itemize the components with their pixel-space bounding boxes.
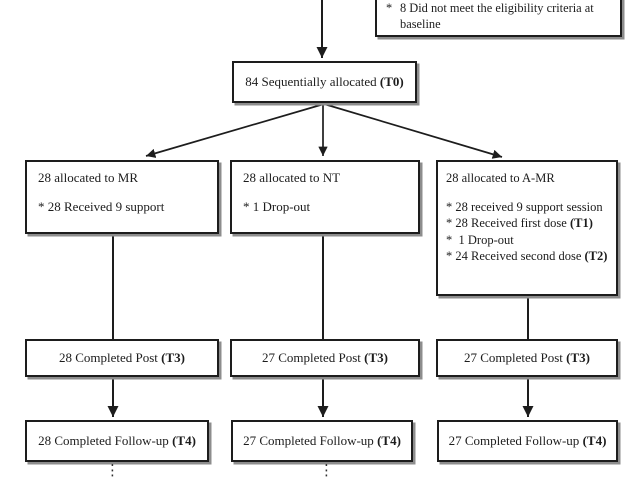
arrow-t0-to-mr [145, 103, 325, 158]
arrow-t0-to-amr [323, 103, 503, 159]
followup-amr-label: 27 Completed Follow-up (T4) [448, 433, 607, 448]
allocation-t0-label: 84 Sequentially allocated (T0) [245, 74, 404, 89]
arm-amr-bullet-3: * 1 Drop-out [446, 232, 514, 247]
post-amr-label: 27 Completed Post (T3) [463, 350, 591, 365]
arm-nt-title: 28 allocated to NT [243, 170, 341, 185]
arm-nt-bullet: * 1 Drop-out [243, 199, 311, 214]
continuation-ellipsis-icon: ⋮ [105, 461, 120, 478]
followup-nt-box: 27 Completed Follow-up (T4) [231, 420, 413, 462]
allocation-t0-box: 84 Sequentially allocated (T0) [232, 61, 417, 103]
arm-amr-box: 28 allocated to A-MR * 28 received 9 sup… [436, 160, 618, 296]
arm-mr-box: 28 allocated to MR * 28 Received 9 suppo… [25, 160, 219, 234]
arm-amr-bullet-4: * 24 Received second dose (T2) [446, 249, 608, 263]
post-nt-box: 27 Completed Post (T3) [230, 339, 420, 377]
post-nt-label: 27 Completed Post (T3) [261, 350, 389, 365]
continuation-ellipsis-icon: ⋮ [319, 461, 334, 478]
followup-nt-label: 27 Completed Follow-up (T4) [243, 433, 401, 448]
followup-mr-box: 28 Completed Follow-up (T4) [25, 420, 209, 462]
followup-amr-box: 27 Completed Follow-up (T4) [437, 420, 618, 462]
post-mr-label: 28 Completed Post (T3) [58, 350, 186, 365]
arm-nt-box: 28 allocated to NT * 1 Drop-out [230, 160, 420, 234]
arm-amr-bullet-1: * 28 received 9 support session [446, 199, 603, 214]
followup-mr-label: 28 Completed Follow-up (T4) [38, 433, 196, 448]
arm-mr-title: 28 allocated to MR [38, 170, 139, 185]
eligibility-note-text: 8 Did not meet the eligibility criteria … [400, 0, 594, 32]
arm-amr-bullet-2: * 28 Received first dose (T1) [446, 216, 593, 230]
bullet-marker: * [386, 1, 393, 15]
arm-amr-title: 28 allocated to A-MR [446, 171, 555, 185]
post-amr-box: 27 Completed Post (T3) [436, 339, 618, 377]
eligibility-note-line2: baseline [400, 17, 441, 31]
eligibility-note-line1: 8 Did not meet the eligibility criteria … [400, 1, 594, 15]
arm-mr-bullet: * 28 Received 9 support [38, 199, 165, 214]
post-mr-box: 28 Completed Post (T3) [25, 339, 219, 377]
eligibility-note-box: * 8 Did not meet the eligibility criteri… [375, 0, 622, 37]
